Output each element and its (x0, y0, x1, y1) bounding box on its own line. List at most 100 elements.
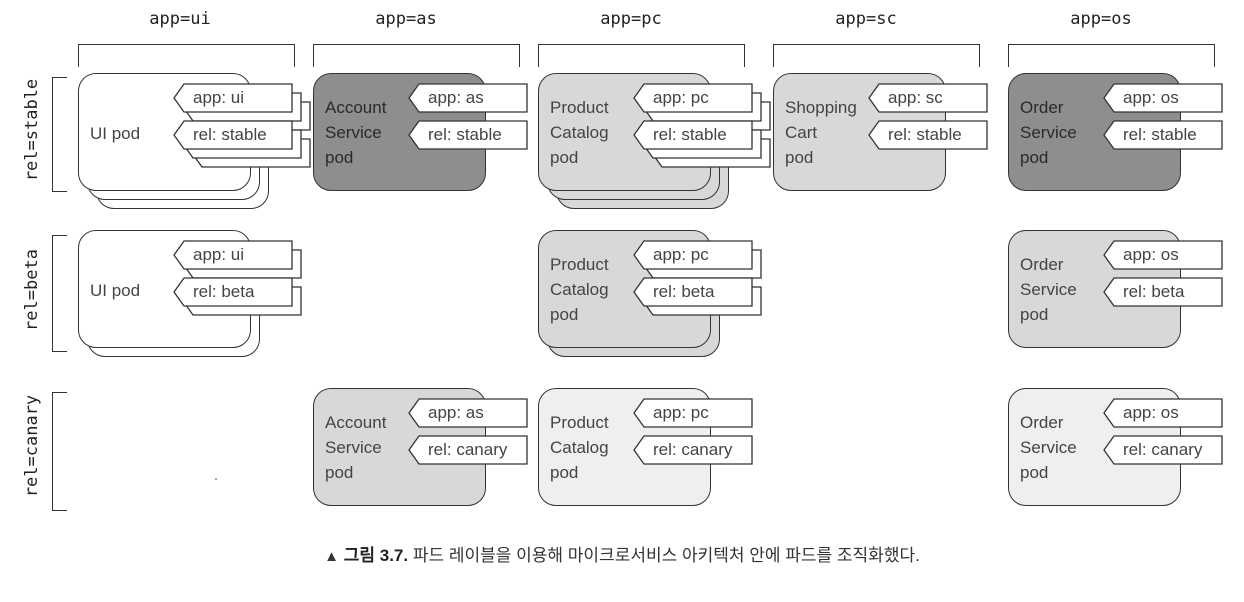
column-bracket (538, 44, 745, 67)
app-label-tag-text: app: os (1123, 245, 1179, 264)
row-bracket (52, 77, 67, 192)
caption-label: 그림 3.7. (343, 546, 409, 565)
pod-name-line: Catalog (550, 280, 609, 299)
app-label-tag-front: app: pc (633, 83, 753, 113)
row-bracket (52, 392, 67, 511)
pod-name-line: pod (1020, 148, 1049, 167)
rel-label-tag: rel: stable (173, 120, 311, 168)
app-label-tag: app: pc (633, 240, 762, 279)
pod-name-line: Product (550, 98, 609, 117)
rel-label-tag-text: rel: stable (193, 125, 267, 144)
app-label-tag-text: app: sc (888, 88, 943, 107)
row-label-rel-canary: rel=canary (22, 394, 42, 498)
app-label-tag: app: ui (173, 83, 311, 131)
column-header-app-os: app=os (1070, 9, 1132, 29)
rel-label-tag: rel: canary (408, 435, 528, 465)
app-label-tag-text: app: ui (193, 88, 245, 107)
rel-label-tag-front: rel: canary (633, 435, 753, 465)
pod-name-line: pod (550, 305, 579, 324)
pod-name-line: Order (1020, 255, 1064, 274)
pod-name-line: Order (1020, 98, 1064, 117)
rel-label-tag-front: rel: beta (1103, 277, 1223, 307)
app-label-tag-text: app: as (428, 88, 484, 107)
rel-label-tag: rel: stable (633, 120, 771, 168)
column-header-app-as: app=as (375, 9, 437, 29)
figure-caption: ▲ 그림 3.7. 파드 레이블을 이용해 마이크로서비스 아키텍처 안에 파드… (0, 541, 1244, 566)
rel-label-tag-front: rel: canary (408, 435, 528, 465)
pod-name-line: Cart (785, 123, 818, 142)
pod-name-line: pod (550, 463, 579, 482)
pod-name-line: Catalog (550, 123, 609, 142)
rel-label-tag-front: rel: stable (408, 120, 528, 150)
app-label-tag-front: app: sc (868, 83, 988, 113)
app-label-tag: app: as (408, 398, 528, 428)
rel-label-tag-front: rel: beta (173, 277, 293, 307)
stray-dot (215, 478, 217, 480)
rel-label-tag-text: rel: stable (888, 125, 962, 144)
rel-label-tag-front: rel: stable (1103, 120, 1223, 150)
app-label-tag: app: as (408, 83, 528, 113)
column-header-app-pc: app=pc (600, 9, 662, 29)
app-label-tag-text: app: os (1123, 403, 1179, 422)
pod-name-line: Order (1020, 413, 1064, 432)
rel-label-tag: rel: stable (1103, 120, 1223, 150)
rel-label-tag: rel: beta (173, 277, 302, 316)
rel-label-tag-text: rel: stable (653, 125, 727, 144)
column-header-app-ui: app=ui (149, 9, 211, 29)
caption-text: 파드 레이블을 이용해 마이크로서비스 아키텍처 안에 파드를 조직화했다. (412, 546, 920, 565)
rel-label-tag-text: rel: beta (193, 282, 255, 301)
pod-name-line: Service (1020, 280, 1077, 299)
pod-name-line: Service (1020, 123, 1077, 142)
column-bracket (773, 44, 980, 67)
row-label-rel-stable: rel=stable (22, 78, 42, 182)
rel-label-tag-text: rel: canary (1123, 440, 1203, 459)
rel-label-tag-text: rel: canary (653, 440, 733, 459)
app-label-tag-front: app: as (408, 398, 528, 428)
pod-name-line: Service (325, 123, 382, 142)
column-header-app-sc: app=sc (835, 9, 897, 29)
pod-name-line: pod (1020, 463, 1049, 482)
app-label-tag-front: app: ui (173, 240, 293, 270)
rel-label-tag: rel: canary (1103, 435, 1223, 465)
pod-name-line: Catalog (550, 438, 609, 457)
pod-name-line: Service (1020, 438, 1077, 457)
rel-label-tag-front: rel: stable (868, 120, 988, 150)
pod-name-line: Service (325, 438, 382, 457)
pod-name: UI pod (90, 278, 140, 303)
app-label-tag-front: app: as (408, 83, 528, 113)
pod-name-line: UI pod (90, 281, 141, 300)
app-label-tag-front: app: os (1103, 398, 1223, 428)
app-label-tag-front: app: os (1103, 240, 1223, 270)
rel-label-tag-front: rel: canary (1103, 435, 1223, 465)
app-label-tag: app: ui (173, 240, 302, 279)
app-label-tag: app: sc (868, 83, 988, 113)
app-label-tag: app: os (1103, 398, 1223, 428)
pod-name-line: Shopping (785, 98, 857, 117)
pod-name: UI pod (90, 121, 140, 146)
pod-name-line: pod (550, 148, 579, 167)
app-label-tag-text: app: pc (653, 88, 709, 107)
app-label-tag-text: app: pc (653, 403, 709, 422)
column-bracket (1008, 44, 1215, 67)
rel-label-tag: rel: beta (633, 277, 762, 316)
pod-name-line: Account (325, 98, 387, 117)
column-bracket (313, 44, 520, 67)
app-label-tag: app: pc (633, 83, 771, 131)
pod-name-line: Product (550, 413, 609, 432)
pod-name-line: Account (325, 413, 387, 432)
rel-label-tag-text: rel: stable (1123, 125, 1197, 144)
rel-label-tag-front: rel: stable (633, 120, 753, 150)
